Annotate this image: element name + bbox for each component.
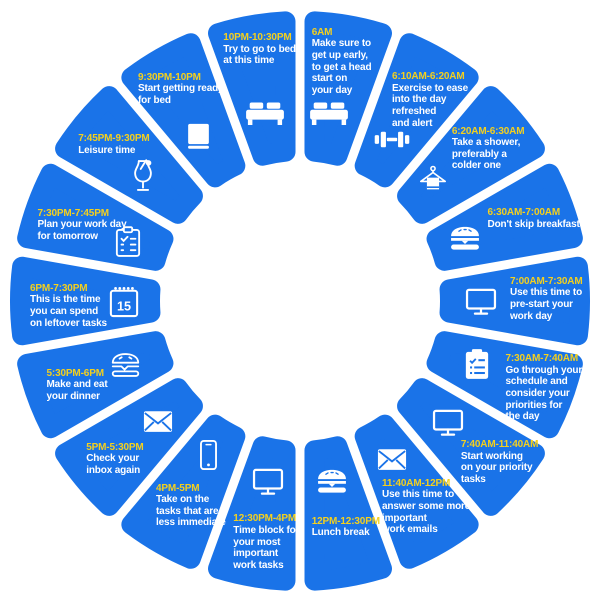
segment-shape bbox=[10, 256, 161, 346]
smartphone-icon bbox=[200, 439, 217, 470]
envelope-icon bbox=[143, 411, 172, 432]
segment-shape bbox=[208, 11, 296, 166]
segment-time: 5PM-5:30PM bbox=[86, 441, 144, 453]
envelope-icon bbox=[377, 449, 406, 470]
segment-shape bbox=[397, 378, 545, 516]
segment-time: 7:45PM-9:30PM bbox=[78, 133, 150, 145]
segment-time: 4PM-5PM bbox=[156, 482, 200, 494]
segment-description: This is the time you can spend on leftov… bbox=[30, 294, 107, 329]
segment-description: Time block for your most important work … bbox=[233, 524, 300, 571]
segment-description: Plan your work day for tomorrow bbox=[37, 219, 127, 242]
segment-description: Make sure to get up early, to get a head… bbox=[311, 38, 372, 96]
segment-description: Don't skip breakfast bbox=[487, 218, 580, 230]
segment-shape bbox=[304, 436, 392, 591]
segment-time: 7:00AM-7:30AM bbox=[510, 275, 583, 287]
segment-time: 7:40AM-11:40AM bbox=[460, 439, 539, 451]
segment-shape bbox=[121, 33, 246, 188]
segment-time: 12PM-12:30PM bbox=[311, 515, 380, 527]
segment-description: Take a shower, preferably a colder one bbox=[451, 137, 521, 172]
monitor-icon bbox=[433, 409, 464, 436]
segment-time: 7:30PM-7:45PM bbox=[37, 207, 110, 219]
segment-shape bbox=[354, 33, 479, 188]
calendar-day-label: 15 bbox=[117, 299, 131, 313]
segment-time: 12:30PM-4PM bbox=[233, 513, 297, 525]
segment-description: Start getting ready for bed bbox=[138, 83, 224, 106]
segment-time: 11:40AM-12PM bbox=[382, 477, 451, 489]
segment-description: Exercise to ease into the day refreshed … bbox=[392, 82, 468, 129]
segment-time: 10PM-10:30PM bbox=[223, 32, 292, 44]
segment-description: Take on the tasks that are less immediat… bbox=[156, 494, 226, 529]
monitor-icon bbox=[253, 468, 284, 495]
segment-description: Try to go to bed at this time bbox=[223, 43, 296, 67]
calendar-icon: 15 bbox=[109, 287, 139, 318]
segment-time: 6AM bbox=[311, 26, 333, 38]
book-icon bbox=[188, 123, 209, 149]
segment-description: Start working on your priority tasks bbox=[460, 450, 533, 485]
bed-icon bbox=[246, 102, 285, 126]
burger-icon bbox=[451, 227, 479, 250]
segment-shape bbox=[304, 11, 392, 166]
segment-shape bbox=[439, 256, 590, 346]
burger-outline-icon bbox=[111, 352, 139, 377]
clipboard-outline-icon bbox=[115, 226, 141, 258]
segment-description: Go through your schedule and consider yo… bbox=[505, 364, 583, 423]
segment-description: Leisure time bbox=[78, 144, 136, 156]
segment-time: 6PM-7:30PM bbox=[30, 282, 88, 294]
monitor-icon bbox=[465, 288, 497, 315]
dumbbell-icon bbox=[374, 131, 409, 148]
segment-description: Lunch break bbox=[311, 527, 370, 539]
segment-time: 6:20AM-6:30AM bbox=[451, 125, 525, 137]
segment-time: 6:30AM-7:00AM bbox=[487, 207, 561, 219]
segment-shape bbox=[55, 86, 203, 224]
segment-description: Make and eat your dinner bbox=[46, 379, 108, 402]
bed-icon bbox=[309, 102, 348, 126]
segment-shape bbox=[208, 436, 296, 591]
segment-description: Use this time to pre-start your work day bbox=[510, 287, 582, 322]
hanger-towel-icon bbox=[420, 166, 447, 190]
segment-time: 9:30PM-10PM bbox=[138, 71, 201, 83]
burger-icon bbox=[317, 470, 346, 493]
clipboard-icon bbox=[465, 348, 489, 379]
segment-description: Check your inbox again bbox=[86, 453, 141, 477]
segment-shape bbox=[121, 414, 246, 569]
cocktail-icon bbox=[133, 159, 152, 191]
segment-time: 7:30AM-7:40AM bbox=[505, 353, 579, 365]
segment-time: 6:10AM-6:20AM bbox=[392, 71, 465, 83]
segment-time: 5:30PM-6PM bbox=[46, 367, 105, 379]
segment-shape bbox=[17, 163, 174, 271]
segment-description: Use this time to answer some more import… bbox=[382, 489, 470, 536]
